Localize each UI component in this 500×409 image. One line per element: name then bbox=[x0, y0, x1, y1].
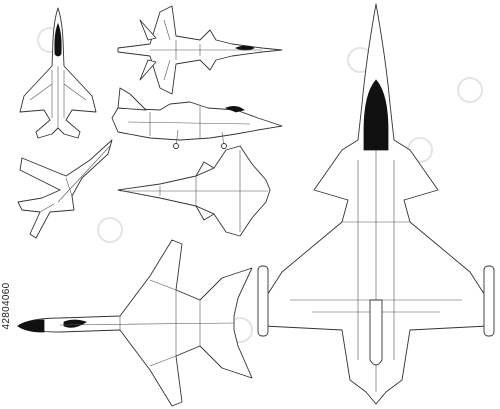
fighter-side-view-2 bbox=[117, 145, 271, 237]
fighter-top-view-3 bbox=[17, 139, 113, 239]
fighter-top-view-large bbox=[257, 3, 495, 405]
fighter-top-view-1 bbox=[19, 7, 97, 139]
stock-id-text: 42804060 bbox=[1, 282, 12, 330]
fighter-side-view-1 bbox=[111, 87, 283, 149]
fighter-top-view-4 bbox=[17, 239, 253, 407]
fighter-top-view-2 bbox=[117, 5, 283, 95]
